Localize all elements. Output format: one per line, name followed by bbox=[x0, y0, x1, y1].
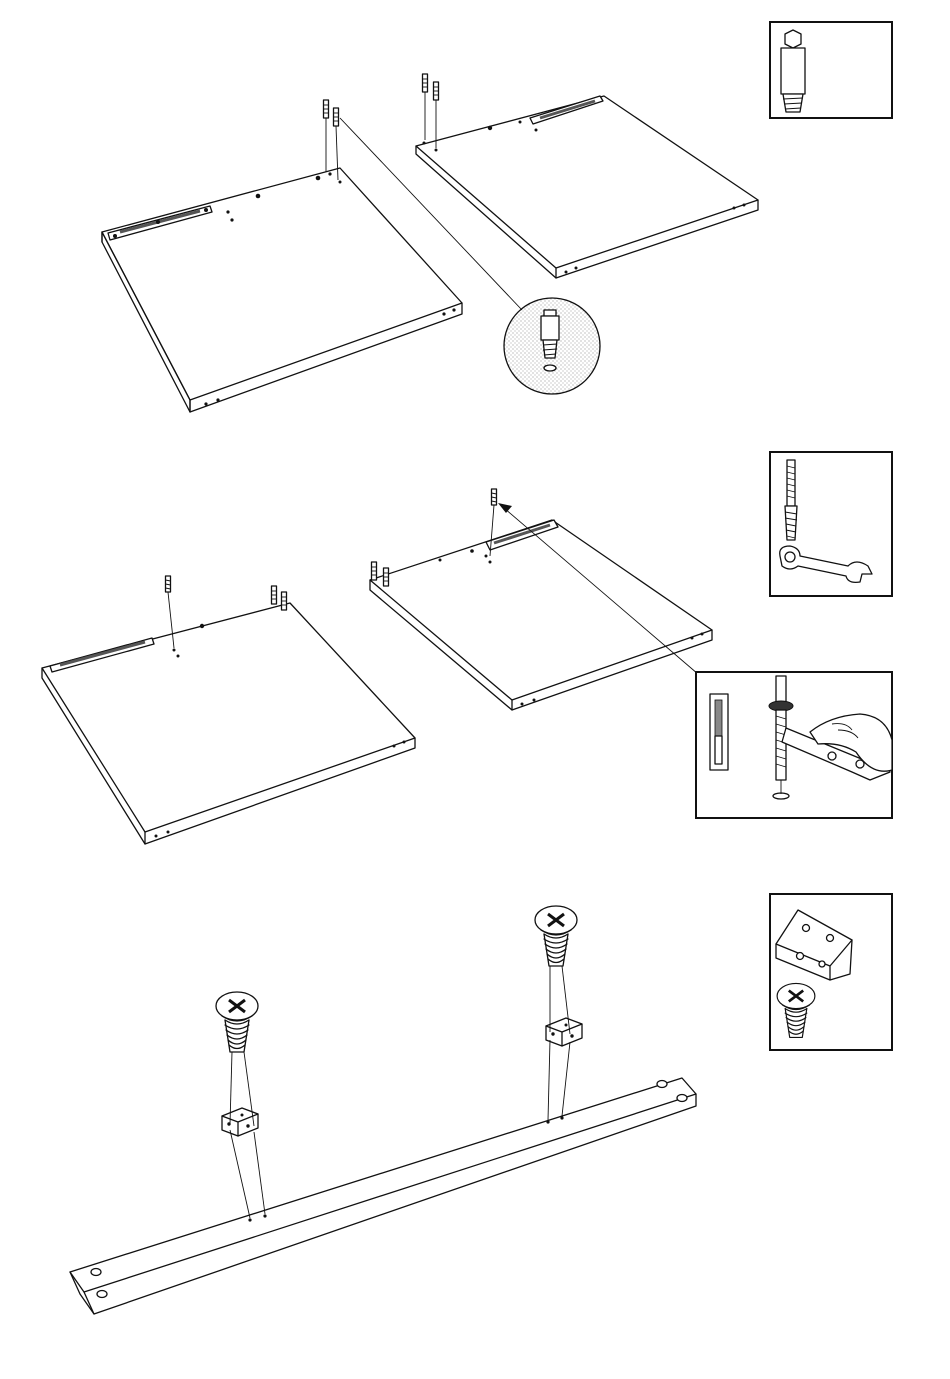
cam-bolt-icon bbox=[770, 22, 892, 118]
angle-bracket-and-screw-icon bbox=[770, 894, 892, 1050]
step-1-cam-pins-right bbox=[423, 74, 439, 148]
step-1 bbox=[102, 22, 892, 412]
step-2-right-panel bbox=[370, 520, 712, 710]
step-1-right-panel bbox=[416, 96, 758, 278]
step-3-right-hardware bbox=[535, 906, 582, 1120]
step-2 bbox=[42, 452, 892, 844]
step-3 bbox=[70, 894, 892, 1314]
magnifier-detail bbox=[504, 298, 600, 394]
wrench-tightening-detail-icon bbox=[696, 672, 892, 818]
dowel-screw-and-wrench-icon bbox=[770, 452, 892, 596]
rail-beam bbox=[70, 1078, 696, 1314]
step-2-left-panel bbox=[42, 603, 415, 844]
step-3-left-hardware bbox=[216, 992, 265, 1218]
step-1-left-panel bbox=[102, 168, 462, 412]
